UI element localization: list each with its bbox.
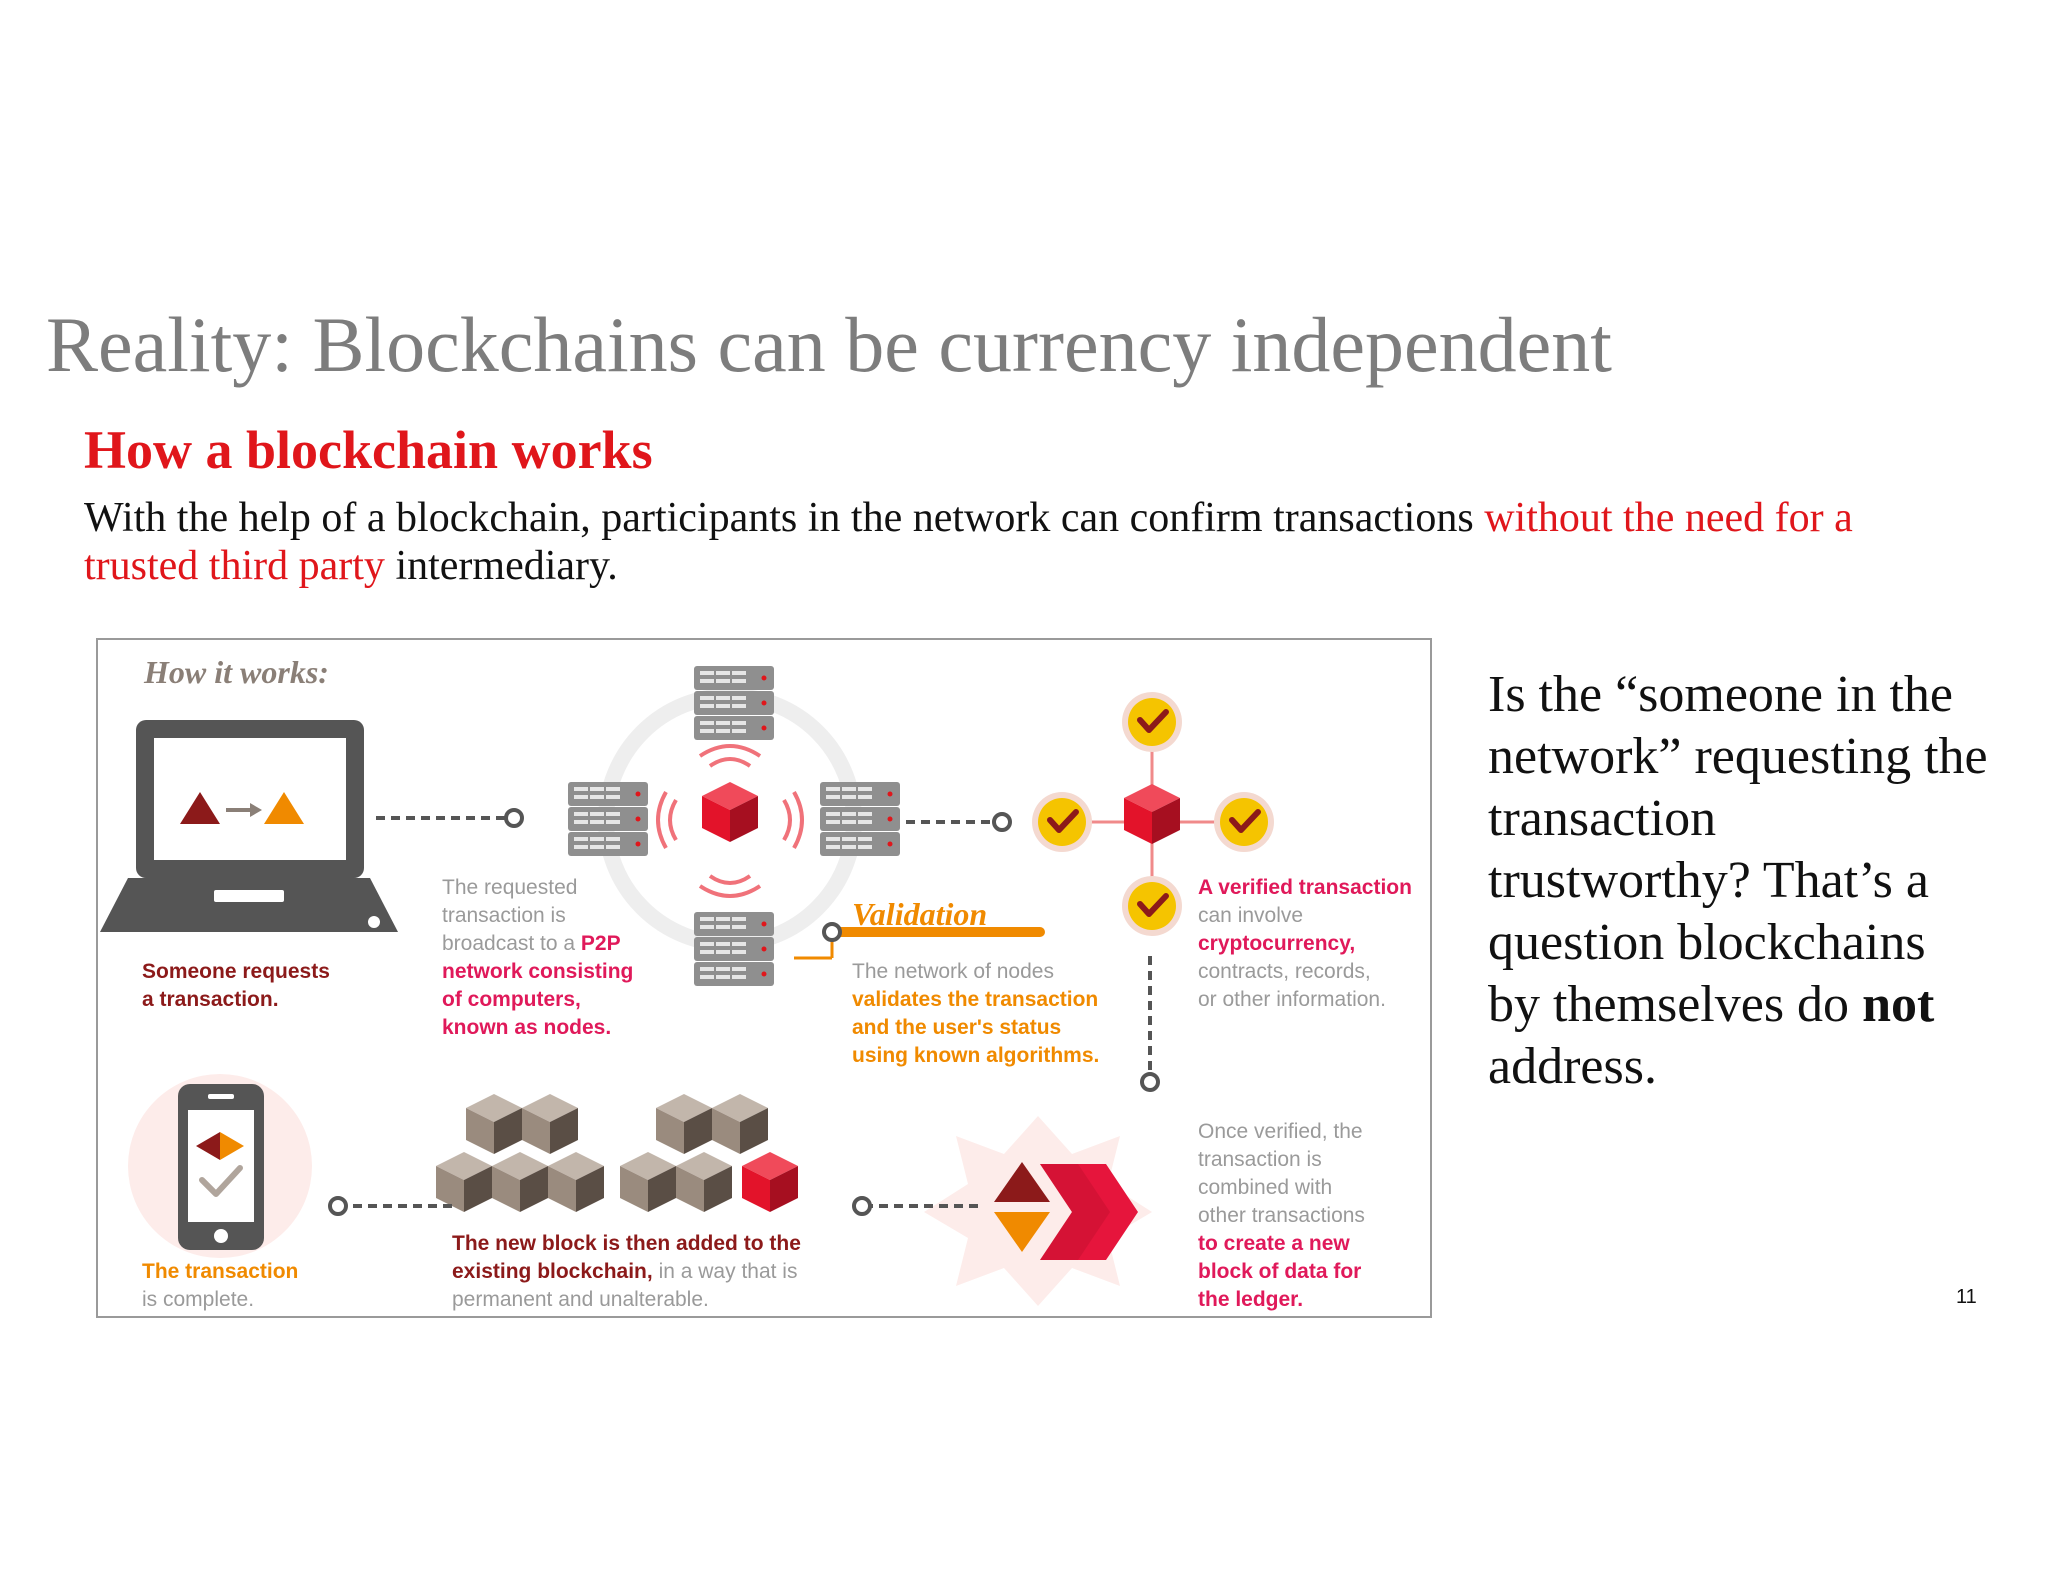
server-node-icon	[820, 782, 900, 856]
server-node-icon	[694, 666, 774, 740]
phone-icon	[128, 1074, 312, 1258]
check-icon	[1122, 692, 1182, 752]
how-it-works-heading: How it works:	[144, 654, 329, 690]
question-emphasis: not	[1862, 976, 1935, 1033]
step-broadcast-line: network consisting	[442, 960, 634, 983]
step-combine-line: block of data for	[1198, 1260, 1362, 1283]
p2p-label: P2P	[580, 932, 621, 955]
step-validation-text: The network of nodes validates the trans…	[852, 958, 1099, 1070]
step-chain-line: The new block is then added to the	[452, 1232, 801, 1255]
step-broadcast-line: broadcast to a P2P	[442, 930, 633, 958]
new-block-icon	[924, 1116, 1152, 1306]
connector-node	[992, 812, 1012, 832]
intro-text-2: intermediary.	[384, 543, 618, 589]
step-combine-line: combined with	[1198, 1176, 1333, 1199]
server-node-icon	[694, 912, 774, 986]
step-request-line: Someone requests	[142, 960, 330, 983]
step-chain-line: permanent and unalterable.	[452, 1288, 709, 1311]
step-chain-fragment: in a way that is	[652, 1260, 798, 1283]
intro-highlight: without the need for a trusted third par…	[84, 495, 1853, 589]
step-broadcast-line: of computers,	[442, 988, 581, 1011]
step-combine-line: Once verified, the	[1198, 1120, 1363, 1143]
step-broadcast-fragment: broadcast to a	[442, 932, 581, 955]
page-number: 11	[1956, 1286, 1977, 1308]
slide-title: Reality: Blockchains can be currency ind…	[46, 301, 1612, 388]
step-validation-line: and the user's status	[852, 1016, 1062, 1039]
step-verified-line: contracts, records,	[1198, 960, 1371, 983]
check-icon	[1122, 876, 1182, 936]
broadcast-waves-icon	[656, 744, 804, 898]
step-verified-line: or other information.	[1198, 988, 1386, 1011]
step-verified-line: can involve	[1198, 904, 1304, 927]
step-validation-line: The network of nodes	[852, 960, 1054, 983]
question-callout: Is the “someone in the network” requesti…	[1488, 664, 1988, 1098]
verified-cube-icon	[1124, 784, 1180, 844]
step-verified-line: A verified transaction	[1198, 876, 1412, 899]
connector-node	[852, 1196, 872, 1216]
slide-subtitle: How a blockchain works	[84, 420, 653, 480]
step-request-text: Someone requests a transaction.	[142, 958, 330, 1014]
how-it-works-infographic: How it works: Someone requests a transac…	[96, 638, 1432, 1318]
laptop-icon	[100, 720, 398, 932]
step-chain-line: existing blockchain, in a way that is	[452, 1258, 801, 1286]
infographic-graphics	[100, 640, 1432, 1306]
server-node-icon	[568, 782, 648, 856]
step-verified-text: A verified transaction can involve crypt…	[1198, 874, 1412, 1014]
step-validation-line: using known algorithms.	[852, 1044, 1100, 1067]
blockchain-icon	[436, 1094, 798, 1212]
step-broadcast-line: transaction is	[442, 904, 566, 927]
connector-node	[328, 1196, 348, 1216]
step-chain-text: The new block is then added to the exist…	[452, 1230, 801, 1314]
connector-node	[1140, 1072, 1160, 1092]
step-chain-fragment: existing blockchain,	[452, 1260, 653, 1283]
intro-text-1: With the help of a blockchain, participa…	[84, 495, 1485, 541]
connector-node	[822, 922, 842, 942]
question-text-2: address.	[1488, 1038, 1657, 1095]
check-icon	[1032, 792, 1092, 852]
intro-paragraph: With the help of a blockchain, participa…	[84, 494, 1904, 590]
step-combine-line: other transactions	[1198, 1204, 1365, 1227]
step-combine-line: to create a new	[1198, 1232, 1350, 1255]
step-validation-line: validates the transaction	[852, 988, 1099, 1011]
step-combine-line: the ledger.	[1198, 1288, 1304, 1311]
step-broadcast-text: The requested transaction is broadcast t…	[442, 874, 633, 1042]
step-broadcast-line: The requested	[442, 876, 578, 899]
step-request-line: a transaction.	[142, 988, 279, 1011]
step-verified-line: cryptocurrency,	[1198, 932, 1356, 955]
step-combine-line: transaction is	[1198, 1148, 1322, 1171]
step-complete-line: The transaction	[142, 1260, 299, 1283]
check-icon	[1214, 792, 1274, 852]
step-complete-text: The transaction is complete.	[142, 1258, 298, 1314]
step-combine-text: Once verified, the transaction is combin…	[1198, 1118, 1365, 1314]
validation-heading: Validation	[852, 896, 988, 932]
step-broadcast-line: known as nodes.	[442, 1016, 612, 1039]
connector-node	[504, 808, 524, 828]
transaction-cube-icon	[702, 782, 758, 842]
question-text-1: Is the “someone in the network” requesti…	[1488, 666, 1988, 1033]
step-complete-line: is complete.	[142, 1288, 255, 1311]
